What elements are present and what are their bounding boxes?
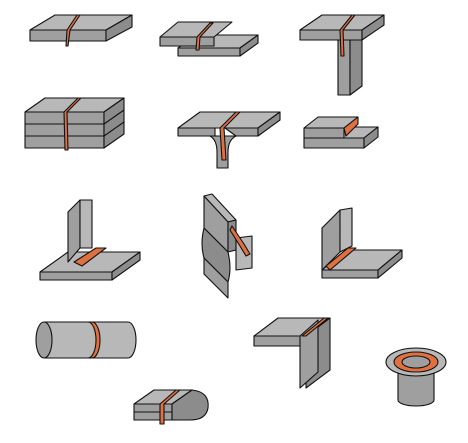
fillet-tee-icon xyxy=(73,247,107,267)
flange-weld-icon xyxy=(219,111,241,161)
outside-corner-icon xyxy=(301,317,329,337)
flare-weld-icon xyxy=(229,225,251,257)
outside-corner-joint xyxy=(253,317,331,389)
corner-weld-icon xyxy=(325,247,357,271)
lap-joint-plates xyxy=(159,21,259,57)
butt-joint-plates xyxy=(29,14,133,47)
pipe-weld-icon xyxy=(87,321,101,359)
hem-edge-joint xyxy=(133,389,209,425)
flared-bend-joint xyxy=(201,193,253,299)
flanged-edge-joint xyxy=(177,111,281,169)
tee-weld-icon xyxy=(339,14,356,57)
stacked-plates-joint xyxy=(24,97,125,151)
stack-weld-icon xyxy=(63,97,82,151)
tee-joint-inverted xyxy=(299,14,385,96)
lap-weld-icon xyxy=(195,22,214,51)
pipe-flange-joint xyxy=(385,347,447,407)
step-weld-icon xyxy=(343,116,359,137)
tee-fillet-joint xyxy=(39,199,141,281)
step-lap-joint xyxy=(303,116,379,149)
hem-weld-icon xyxy=(159,389,181,425)
butt-weld-icon xyxy=(65,14,81,47)
pipe-butt-joint xyxy=(35,321,137,359)
corner-fillet-joint xyxy=(321,207,403,279)
